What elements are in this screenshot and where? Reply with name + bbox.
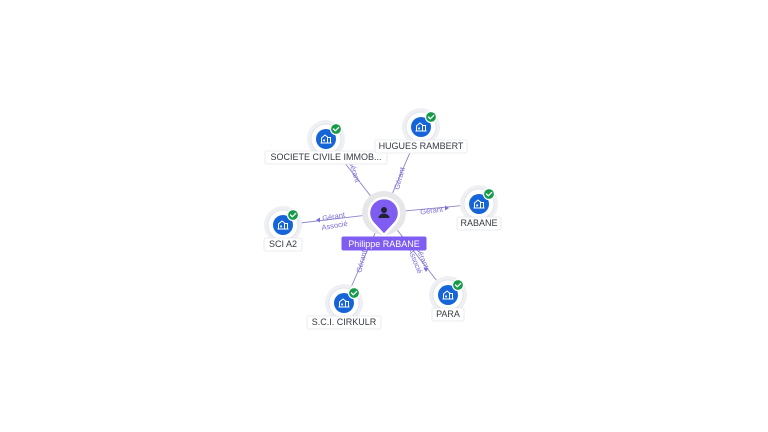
nodes-layer: SOCIETE CIVILE IMMOB...HUGUES RAMBERT RAB… xyxy=(263,108,502,330)
verified-check-icon xyxy=(329,122,343,136)
building-icon xyxy=(320,134,332,144)
edge-arrow-sci-a2 xyxy=(316,217,320,223)
company-label-hugues-rambert: HUGUES RAMBERT xyxy=(379,141,464,151)
company-node-societe-civile[interactable]: SOCIETE CIVILE IMMOB... xyxy=(264,120,388,165)
company-label-societe-civile: SOCIETE CIVILE IMMOB... xyxy=(270,152,381,162)
edge-label-sci-a2-0: Gérant xyxy=(321,210,346,223)
edge-label-hugues-rambert-0: Gérant xyxy=(392,165,407,190)
company-node-core xyxy=(334,293,354,313)
verified-check-icon xyxy=(424,110,438,124)
edge-label-sci-cirkulr-0: Gérant xyxy=(354,248,369,273)
company-node-sci-a2[interactable]: SCI A2 xyxy=(263,206,303,252)
verified-check-icon xyxy=(451,278,465,292)
company-node-core xyxy=(469,194,489,214)
verified-check-icon xyxy=(347,286,361,300)
company-label-sci-a2: SCI A2 xyxy=(269,239,297,249)
person-icon xyxy=(378,207,390,218)
company-label-box xyxy=(374,139,468,154)
company-label-box xyxy=(431,307,465,322)
company-node-hugues-rambert[interactable]: HUGUES RAMBERT xyxy=(374,108,468,154)
edge-rabane xyxy=(403,205,463,212)
company-node-sci-cirkulr[interactable]: S.C.I. CIRKULR xyxy=(306,284,382,330)
company-label-sci-cirkulr: S.C.I. CIRKULR xyxy=(312,317,377,327)
company-label-box xyxy=(456,216,502,231)
company-label-para: PARA xyxy=(436,309,460,319)
edge-arrow-para xyxy=(423,268,429,272)
building-icon xyxy=(415,122,427,132)
company-node-core xyxy=(438,285,458,305)
company-label-box xyxy=(263,237,303,252)
edge-label-rabane-0: Gérant xyxy=(420,204,445,216)
company-label-box xyxy=(264,150,388,165)
company-node-core xyxy=(411,117,431,137)
company-label-rabane: RABANE xyxy=(460,218,497,228)
company-node-para[interactable]: PARA xyxy=(429,276,467,322)
building-icon xyxy=(442,290,454,300)
edge-sci-a2 xyxy=(299,214,365,224)
company-node-rabane[interactable]: RABANE xyxy=(456,185,502,231)
verified-check-icon xyxy=(482,187,496,201)
building-icon xyxy=(338,298,350,308)
company-label-box xyxy=(306,315,382,330)
center-node[interactable]: Philippe RABANE xyxy=(341,191,427,251)
edge-label-sci-a2-1: Associé xyxy=(321,219,348,232)
verified-check-icon xyxy=(286,208,300,222)
edge-arrow-rabane xyxy=(445,205,449,211)
company-node-core xyxy=(316,129,336,149)
building-icon xyxy=(277,220,289,230)
center-node-label-box xyxy=(341,236,427,251)
center-node-label: Philippe RABANE xyxy=(348,239,420,249)
company-node-core xyxy=(273,215,293,235)
building-icon xyxy=(473,199,485,209)
